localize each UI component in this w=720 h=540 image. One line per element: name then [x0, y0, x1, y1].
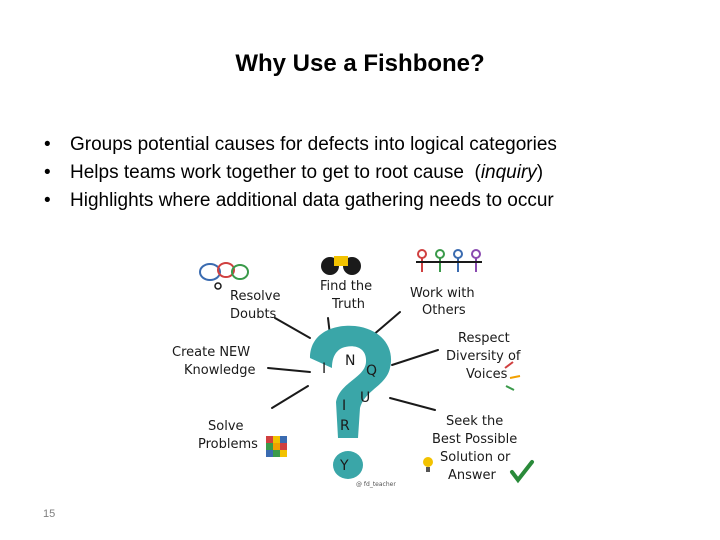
- svg-text:Resolve: Resolve: [230, 289, 280, 304]
- bullet-text: Helps teams work together to get to root…: [70, 162, 544, 183]
- svg-text:Voices: Voices: [466, 367, 508, 382]
- bullet-emphasis: inquiry: [480, 162, 537, 183]
- svg-text:Create NEW: Create NEW: [172, 345, 250, 360]
- svg-text:Diversity of: Diversity of: [446, 349, 521, 364]
- letter-n: N: [345, 353, 355, 369]
- checkmark-icon: [510, 460, 534, 484]
- letter-i2: I: [342, 398, 346, 414]
- inquiry-illustration: I N Q U I R Y Resolve Doubts Find the Tr…: [172, 249, 534, 488]
- binoculars-icon: [321, 256, 361, 275]
- inquiry-letters: I N Q U I R Y: [322, 353, 377, 474]
- question-mark-icon: [310, 325, 392, 479]
- letter-i1: I: [322, 361, 326, 377]
- lightbulb-icon: [423, 457, 433, 472]
- letter-r: R: [340, 418, 350, 434]
- label-seek-solution: Seek the Best Possible Solution or Answe…: [432, 414, 517, 483]
- bullet-item: • Helps teams work together to get to ro…: [44, 159, 704, 187]
- label-work-others: Work with Others: [410, 286, 475, 318]
- svg-text:Answer: Answer: [448, 468, 497, 483]
- letter-u: U: [360, 390, 370, 406]
- bullet-text: Highlights where additional data gatheri…: [70, 190, 554, 211]
- svg-text:Respect: Respect: [458, 331, 510, 346]
- label-respect-voices: Respect Diversity of Voices: [446, 331, 521, 382]
- svg-text:Truth: Truth: [331, 297, 365, 312]
- slide-title: Why Use a Fishbone?: [235, 50, 485, 77]
- label-find-truth: Find the Truth: [320, 279, 372, 312]
- label-create-knowledge: Create NEW Knowledge: [172, 345, 255, 378]
- bullet-list: • Groups potential causes for defects in…: [44, 131, 704, 215]
- letter-y: Y: [339, 458, 349, 474]
- label-resolve-doubts: Resolve Doubts: [230, 289, 280, 322]
- svg-text:Solve: Solve: [208, 419, 244, 434]
- svg-text:Others: Others: [422, 303, 466, 318]
- label-solve-problems: Solve Problems: [198, 419, 258, 452]
- ray-lines: [267, 311, 439, 411]
- svg-text:Solution or: Solution or: [440, 450, 511, 465]
- bullet-glyph: •: [44, 162, 51, 183]
- colorful-voices-icon: [504, 361, 521, 391]
- svg-text:Work with: Work with: [410, 286, 475, 301]
- bullet-item: • Groups potential causes for defects in…: [44, 131, 704, 159]
- bullet-glyph: •: [44, 134, 51, 155]
- bullet-text: Groups potential causes for defects into…: [70, 134, 557, 155]
- puzzle-cube-icon: [266, 436, 287, 457]
- slide-number: 15: [43, 508, 56, 520]
- letter-q: Q: [366, 363, 377, 379]
- illustration-credit: @ fd_teacher: [356, 481, 396, 488]
- people-icon: [416, 249, 482, 272]
- bullet-glyph: •: [44, 190, 51, 211]
- svg-text:Find the: Find the: [320, 279, 372, 294]
- bullet-item: • Highlights where additional data gathe…: [44, 187, 704, 215]
- svg-text:Best Possible: Best Possible: [432, 432, 517, 447]
- svg-text:Knowledge: Knowledge: [184, 363, 255, 378]
- svg-text:Problems: Problems: [198, 437, 258, 452]
- svg-text:Doubts: Doubts: [230, 307, 277, 322]
- thought-bubbles-icon: [199, 262, 249, 290]
- svg-text:Seek the: Seek the: [446, 414, 503, 429]
